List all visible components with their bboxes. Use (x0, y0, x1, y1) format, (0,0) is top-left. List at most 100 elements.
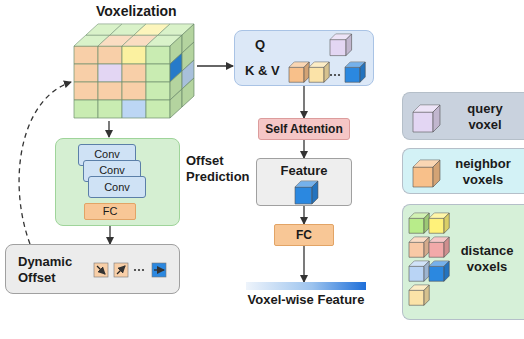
cube-shade (433, 105, 440, 132)
cube-shade (444, 237, 449, 257)
cube-face (409, 218, 424, 233)
voxel-cell (170, 89, 182, 118)
feature-gradient-bar: Voxel-wise Feature (246, 282, 366, 290)
cube-shade (324, 62, 329, 82)
layer-label: FC (103, 205, 118, 218)
cube-face (444, 261, 449, 281)
voxel-cube (409, 285, 429, 305)
voxel-cube (330, 34, 352, 56)
query-label: Q (255, 37, 373, 53)
cube-face (295, 187, 312, 204)
cube-shade (312, 181, 318, 204)
voxel-cell (74, 64, 98, 82)
cube-shade (304, 62, 309, 82)
fc-layer: FC (84, 203, 136, 220)
voxel-cube (295, 181, 318, 204)
ellipsis-dot (142, 269, 144, 271)
cube-face (444, 237, 449, 257)
box-label: Dynamic Offset (18, 254, 90, 286)
voxel-cell (122, 64, 146, 82)
cube-face (413, 112, 433, 132)
voxel-cube (409, 261, 429, 281)
ellipsis-dot (338, 74, 340, 76)
cube-face (304, 62, 309, 82)
cube-face (429, 266, 444, 281)
voxel-cube (345, 62, 365, 82)
cube-shade (444, 261, 449, 281)
voxel-cube (289, 62, 309, 82)
cube-shade (424, 285, 429, 305)
cube-shade (424, 261, 429, 281)
feature-box: Feature (256, 158, 352, 206)
cube-shade (360, 62, 365, 82)
voxel-cube (429, 237, 449, 257)
legend-panel: neighbor voxels (402, 148, 524, 194)
legend-sample (403, 93, 524, 141)
flow-arrow (197, 65, 233, 66)
fc-layer: FC (274, 224, 334, 246)
layer-label: FC (296, 228, 312, 242)
cube-face (424, 237, 429, 257)
attention-input-box: Q K & V (234, 30, 374, 86)
box-label: Self Attention (265, 122, 343, 136)
voxel-cell (98, 64, 122, 82)
voxel-cube (413, 105, 440, 132)
cube-face (429, 242, 444, 257)
cube-face (360, 62, 365, 82)
voxel-cell-shade (182, 78, 194, 107)
legend-text: distance voxels (451, 243, 523, 275)
cube-shade (346, 34, 352, 56)
offset-arrow (154, 269, 164, 270)
flow-connector (303, 206, 304, 224)
offset-arrow (117, 266, 125, 274)
voxel-cube (429, 261, 449, 281)
cube-face (289, 67, 304, 82)
flow-connector (303, 246, 304, 282)
ellipsis-dot (330, 74, 332, 76)
voxel-cell (122, 82, 146, 100)
flow-arrow (108, 121, 109, 137)
cube-face (424, 261, 429, 281)
voxel-cube (409, 213, 429, 233)
cube-face (345, 67, 360, 82)
legend-panel: distance voxels (402, 204, 524, 320)
title-holder: Voxelization (96, 3, 177, 20)
cube-face (413, 167, 433, 187)
conv-layer: Conv (88, 176, 146, 198)
voxel-cube (409, 237, 429, 257)
offset-icon (114, 263, 128, 277)
voxel-cell (98, 100, 122, 118)
ellipsis-dot (334, 74, 336, 76)
cube-face (433, 160, 440, 187)
voxel-cell (122, 46, 146, 64)
voxel-cell (74, 46, 98, 64)
cube-face (444, 213, 449, 233)
group-heading: Offset Prediction (186, 153, 256, 185)
section-title: Voxelization (96, 3, 177, 20)
legend-panel: query voxel (402, 92, 524, 140)
voxel-cube (429, 213, 449, 233)
cube-face (409, 242, 424, 257)
box-label: Feature (257, 163, 351, 179)
voxel-cell (146, 100, 170, 118)
voxel-cell (74, 100, 98, 118)
legend-text: neighbor voxels (447, 156, 519, 188)
flow-connector (303, 86, 304, 118)
self-attention-box: Self Attention (258, 118, 350, 140)
dynamic-offset-box: Dynamic Offset (5, 244, 180, 294)
cube-face (312, 181, 318, 204)
cube-face (330, 40, 346, 56)
cube-face (309, 67, 324, 82)
cube-face (409, 266, 424, 281)
layer-label: Conv (104, 181, 130, 194)
key-value-label: K & V (245, 63, 373, 79)
voxel-cell (182, 78, 194, 107)
cube-face (346, 34, 352, 56)
offset-icon (152, 263, 166, 277)
voxel-cell (98, 46, 122, 64)
voxel-cell (74, 82, 98, 100)
ellipsis-dot (134, 269, 136, 271)
offset-icon (94, 263, 108, 277)
cube-face (429, 218, 444, 233)
voxel-cell-shade (170, 89, 182, 118)
